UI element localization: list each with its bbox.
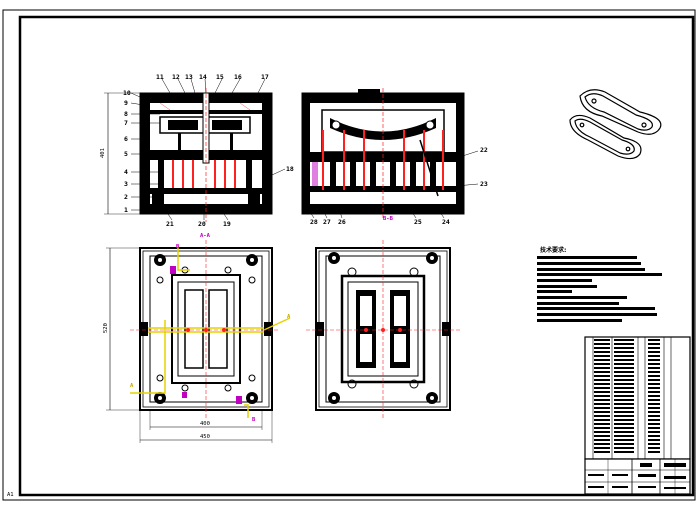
outer-border xyxy=(2,9,696,501)
part-label-6: 6 xyxy=(124,135,128,143)
section-letter-bottom-right: B xyxy=(252,417,256,423)
side-section-view: 22 23 28 27 26 B-B 25 24 xyxy=(301,88,488,226)
product-isometric-view xyxy=(569,89,662,160)
section-mark-plan: A-A xyxy=(200,233,211,239)
part-label-12: 12 xyxy=(172,73,180,81)
part-label-27: 27 xyxy=(323,218,331,226)
part-label-15: 15 xyxy=(216,73,224,81)
part-label-9: 9 xyxy=(124,99,128,107)
part-label-2: 2 xyxy=(124,193,128,201)
part-label-21: 21 xyxy=(166,220,174,228)
part-label-8: 8 xyxy=(124,110,128,118)
section-letter-left: A xyxy=(130,383,134,389)
bill-of-materials xyxy=(584,336,691,460)
inner-border xyxy=(18,15,695,497)
section-letter-right: A xyxy=(287,314,291,320)
dim-plan-outer-width: 450 xyxy=(200,434,210,440)
part-label-11: 11 xyxy=(156,73,164,81)
dim-plan-height: 520 xyxy=(103,323,109,333)
plan-view-fixed-half: 520 400 450 A-A A A B B xyxy=(103,233,291,443)
part-label-3: 3 xyxy=(124,180,128,188)
part-label-14: 14 xyxy=(199,73,207,81)
section-letter-bottom-left: B xyxy=(176,244,180,250)
front-section-view: 401 11 12 13 14 15 xyxy=(100,73,294,228)
part-label-19: 19 xyxy=(223,220,231,228)
part-label-26: 26 xyxy=(338,218,346,226)
part-label-24: 24 xyxy=(442,218,450,226)
part-label-20: 20 xyxy=(198,220,206,228)
dim-plan-inner-width: 400 xyxy=(200,421,210,427)
section-mark-side: B-B xyxy=(383,216,394,222)
part-label-1: 1 xyxy=(124,206,128,214)
part-label-23: 23 xyxy=(480,180,488,188)
plan-view-moving-half xyxy=(306,240,460,418)
notes-title: 技术要求: xyxy=(540,246,566,254)
part-label-13: 13 xyxy=(185,73,193,81)
corner-mark: A1 xyxy=(7,492,14,498)
part-label-22: 22 xyxy=(480,146,488,154)
part-label-18: 18 xyxy=(286,165,294,173)
part-label-10: 10 xyxy=(123,89,131,97)
part-label-7: 7 xyxy=(124,119,128,127)
part-label-17: 17 xyxy=(261,73,269,81)
part-label-5: 5 xyxy=(124,150,128,158)
dim-height: 401 xyxy=(100,148,106,158)
part-label-28: 28 xyxy=(310,218,318,226)
part-label-4: 4 xyxy=(124,168,128,176)
part-label-16: 16 xyxy=(234,73,242,81)
technical-notes: 技术要求: xyxy=(537,246,662,322)
part-label-25: 25 xyxy=(414,218,422,226)
title-block xyxy=(584,458,691,495)
